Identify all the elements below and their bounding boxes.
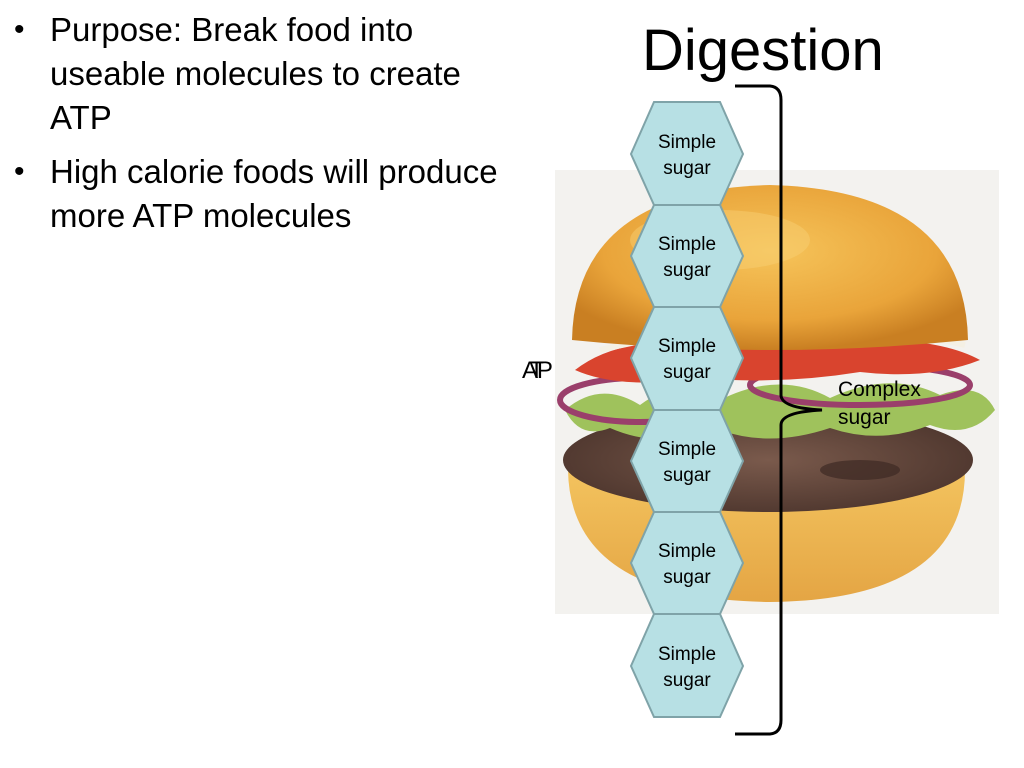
- simple-sugar-hexagon: Simple sugar: [629, 204, 745, 308]
- hex-line2: sugar: [663, 260, 711, 281]
- hex-line1: Simple: [658, 234, 716, 255]
- bracket-icon: [735, 84, 823, 736]
- bullet-item: • High calorie foods will produce more AT…: [12, 150, 522, 238]
- hex-line1: Simple: [658, 336, 716, 357]
- simple-sugar-hexagon: Simple sugar: [629, 306, 745, 411]
- hex-line2: sugar: [663, 362, 711, 383]
- bullet-dot-icon: •: [14, 155, 25, 188]
- hex-line2: sugar: [663, 670, 711, 691]
- bullet-dot-icon: •: [14, 13, 25, 46]
- hex-line2: sugar: [663, 567, 711, 588]
- complex-sugar-label: Complex sugar: [838, 378, 921, 429]
- hex-line1: Simple: [658, 644, 716, 665]
- simple-sugar-hexagon: Simple sugar: [629, 511, 745, 615]
- hex-line1: Simple: [658, 439, 716, 460]
- simple-sugar-chain: Simple sugar Simple sugar Simple sugar S…: [629, 101, 745, 718]
- atp-label: ATP: [522, 357, 553, 384]
- hex-line2: sugar: [663, 158, 711, 179]
- simple-sugar-hexagon: Simple sugar: [629, 613, 745, 718]
- hex-line2: sugar: [663, 465, 711, 486]
- hex-line1: Simple: [658, 132, 716, 153]
- hex-line1: Simple: [658, 541, 716, 562]
- bullet-item: • Purpose: Break food into useable molecu…: [12, 8, 522, 140]
- simple-sugar-hexagon: Simple sugar: [629, 409, 745, 513]
- simple-sugar-hexagon: Simple sugar: [629, 101, 745, 206]
- bullet-text: Purpose: Break food into useable molecul…: [50, 11, 461, 136]
- bullet-text: High calorie foods will produce more ATP…: [50, 153, 498, 234]
- bullet-list: • Purpose: Break food into useable molecu…: [12, 8, 522, 248]
- slide-title: Digestion: [642, 18, 884, 83]
